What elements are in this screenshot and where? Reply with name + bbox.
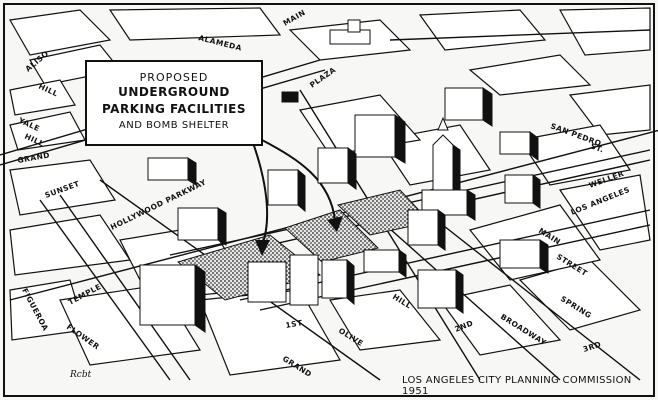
arrowhead-right: [327, 216, 343, 232]
planning-commission-caption: LOS ANGELES CITY PLANNING COMMISSION 195…: [402, 375, 632, 397]
street-label-st: ST.: [589, 141, 605, 154]
arrows: [251, 139, 336, 246]
artist-signature: Rcbt: [70, 370, 92, 380]
buildings: [139, 19, 549, 333]
map-frame: [3, 3, 655, 397]
arrowhead-left: [255, 240, 270, 256]
parking-area-middle: [284, 209, 379, 263]
street-label-plaza: PLAZA: [308, 65, 338, 89]
street-label-main-top: MAIN: [282, 8, 308, 28]
title-bomb-shelter: AND BOMB SHELTER: [118, 120, 230, 131]
title-parking-facilities: PARKING FACILITIES: [101, 102, 247, 116]
street-label-1st: 1ST: [285, 318, 304, 330]
street-label-grand: GRAND: [17, 150, 51, 165]
street-label-3rd: 3RD: [582, 340, 603, 354]
title-proposed: PROPOSED: [139, 71, 209, 84]
title-underground: UNDERGROUND: [118, 85, 230, 99]
title-box: PROPOSED UNDERGROUND PARKING FACILITIES …: [85, 60, 263, 146]
